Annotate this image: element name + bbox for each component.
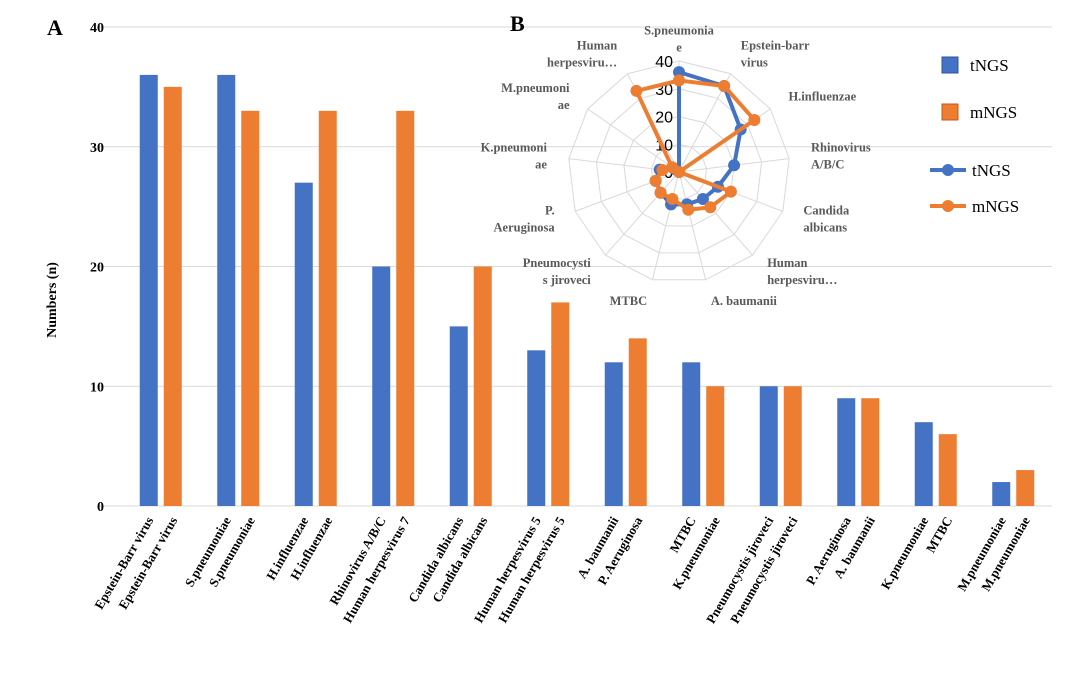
y-tick-label: 30 xyxy=(90,141,104,156)
panel-label-b: B xyxy=(510,11,525,36)
y-tick-label: 10 xyxy=(90,380,104,395)
bar-tngs xyxy=(837,398,856,506)
radar-tick-label: 0 xyxy=(664,165,673,182)
radar-tick-label: 40 xyxy=(655,54,673,71)
radar-spoke xyxy=(605,171,680,256)
bar-mngs xyxy=(318,110,337,506)
radar-point-mngs xyxy=(649,174,662,187)
radar-point-mngs xyxy=(724,185,737,198)
bar-mngs xyxy=(396,110,415,506)
legend-label-tngs-bar: tNGS xyxy=(970,56,1009,75)
radar-tick-label: 20 xyxy=(655,110,673,127)
radar-point-mngs xyxy=(748,113,761,126)
radar-ring xyxy=(568,60,790,281)
radar-point-mngs xyxy=(718,80,731,93)
radar-point-mngs xyxy=(654,186,667,199)
radar-point-mngs xyxy=(656,163,669,176)
bar-mngs xyxy=(473,266,492,506)
bar-tngs xyxy=(759,386,778,506)
radar-ring xyxy=(650,143,708,200)
bar-tngs xyxy=(992,482,1011,506)
radar-point-tngs xyxy=(696,193,709,206)
radar-spoke xyxy=(651,171,680,280)
bar-tngs xyxy=(682,362,701,506)
radar-point-mngs xyxy=(704,201,717,214)
y-tick-label: 0 xyxy=(97,500,104,515)
bar-mngs xyxy=(783,386,802,506)
legend-label-mngs-line: mNGS xyxy=(972,197,1019,216)
radar-point-mngs xyxy=(682,203,695,216)
bar-y-tick-labels: 0 10 20 30 40 xyxy=(90,21,104,515)
radar-point-mngs xyxy=(666,161,679,174)
bar-mngs xyxy=(938,434,957,506)
radar-spoke xyxy=(678,171,753,256)
radar-point-tngs xyxy=(673,66,685,79)
legend-marker-tngs xyxy=(942,164,954,176)
radar-point-mngs xyxy=(666,192,679,205)
y-axis-title: Numbers (n) xyxy=(45,262,60,338)
legend-marker-mngs xyxy=(942,200,954,212)
radar-ring xyxy=(623,115,735,227)
bar-mngs xyxy=(241,110,260,506)
legend: tNGS mNGS tNGS mNGS xyxy=(930,56,1019,216)
radar-axis-label: H.influenzae xyxy=(788,89,856,103)
radar-spoke xyxy=(587,108,680,173)
bar-mngs xyxy=(551,302,570,506)
bar-tngs xyxy=(372,266,391,506)
bar-mngs xyxy=(861,398,880,506)
radar-axis-label: MTBC xyxy=(610,294,648,308)
bar-tngs xyxy=(449,326,468,506)
radar-spoke xyxy=(575,171,680,212)
legend-label-tngs-line: tNGS xyxy=(972,161,1011,180)
radar-spoke xyxy=(678,171,707,280)
bar-mngs xyxy=(163,86,182,506)
legend-swatch-mngs-bar xyxy=(941,103,959,121)
bar-tngs xyxy=(139,74,158,507)
y-tick-label: 40 xyxy=(90,21,104,36)
legend-swatch-tngs-bar xyxy=(941,56,959,74)
bar-mngs xyxy=(706,386,725,506)
bar-series-marks xyxy=(139,74,1035,507)
radar-ring xyxy=(595,88,763,254)
bar-tngs xyxy=(527,350,546,506)
bar-mngs xyxy=(1016,470,1035,506)
radar-axis-label: A. baumanii xyxy=(711,294,778,308)
x-tick-label: K.pneumoniae xyxy=(878,514,932,592)
y-tick-label: 20 xyxy=(90,261,104,276)
legend-label-mngs-bar: mNGS xyxy=(970,103,1017,122)
bar-mngs xyxy=(628,338,647,506)
bar-tngs xyxy=(604,362,623,506)
bar-tngs xyxy=(294,182,313,507)
bar-tngs xyxy=(217,74,236,507)
radar-point-mngs xyxy=(630,84,643,97)
radar-axis-label: P.Aeruginosa xyxy=(494,204,556,235)
panel-label-a: A xyxy=(47,15,63,40)
bar-tngs xyxy=(914,422,933,506)
radar-point-mngs xyxy=(673,74,685,87)
radar-point-tngs xyxy=(728,159,741,172)
